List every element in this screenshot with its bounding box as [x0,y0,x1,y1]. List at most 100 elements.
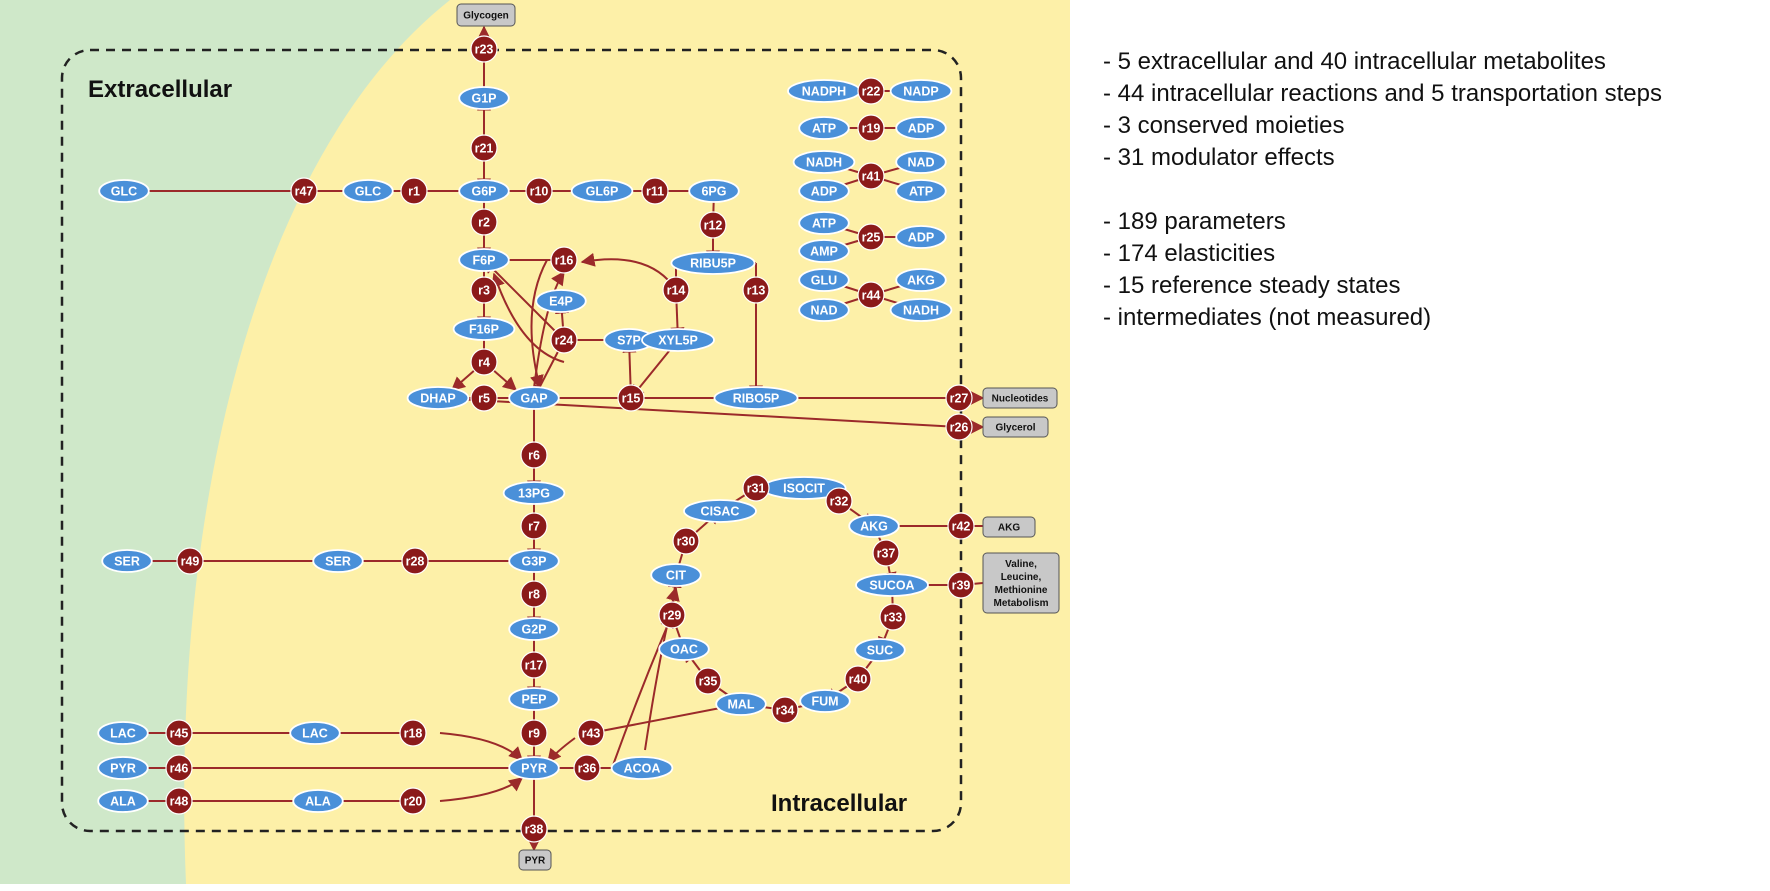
reaction-node-shape [550,326,578,354]
metabolite-label: SER [325,555,351,569]
metabolite-cit: CIT [650,563,702,587]
reaction-label: r40 [849,673,868,687]
reaction-r5: r5 [470,384,498,412]
reaction-r32: r32 [825,487,853,515]
reaction-label: r7 [528,520,540,534]
reaction-node-shape [165,754,193,782]
intracellular-label: Intracellular [771,790,907,817]
reaction-r9: r9 [520,719,548,747]
extracellular-label: Extracellular [88,76,232,103]
reaction-node-shape [520,512,548,540]
reaction-node-shape [641,177,669,205]
reaction-label: r39 [952,579,971,593]
metabolite-cisac: CISAC [683,499,757,523]
reaction-node-shape [520,815,548,843]
sink-akg: AKG [982,516,1036,538]
reaction-label: r28 [406,555,425,569]
metabolite-label: LAC [302,727,328,741]
reaction-node-shape [844,665,872,693]
reaction-r25: r25 [857,223,885,251]
metabolite-node-shape [458,248,510,272]
reaction-label: r38 [525,823,544,837]
reaction-node-shape [879,603,907,631]
reaction-node-shape [699,211,727,239]
reaction-r17: r17 [520,651,548,679]
reaction-edge [590,703,742,734]
reaction-label: r30 [677,535,696,549]
reaction-r34: r34 [771,696,799,724]
metabolite-label: GLU [811,274,837,288]
metabolite-label: SUC [867,644,893,658]
summary-line: - 3 conserved moieties [1103,112,1345,139]
metabolite-suc: SUC [854,638,906,662]
metabolite-node-shape [508,617,560,641]
sink-box [982,552,1060,614]
reaction-label: r35 [699,675,718,689]
metabolite-gl6p: GL6P [570,179,634,203]
sink-label: AKG [998,523,1020,534]
metabolite-label: ISOCIT [783,482,825,496]
metabolite-node-shape [570,179,634,203]
metabolite-label: ADP [908,231,934,245]
reaction-node-shape [662,276,690,304]
reaction-node-shape [550,246,578,274]
metabolite-nad2: NAD [798,298,850,322]
metabolite-label: GAP [520,392,547,406]
metabolite-glc: GLC [342,179,394,203]
reaction-label: r43 [582,727,601,741]
metabolite-label: PEP [521,693,546,707]
reaction-node-shape [176,547,204,575]
reaction-node-shape [573,754,601,782]
metabolite-label: ADP [811,185,837,199]
metabolite-label: RIBU5P [690,257,736,271]
reaction-node-shape [945,384,973,412]
metabolite-label: LAC [110,727,136,741]
reaction-node-shape [577,719,605,747]
reaction-r16: r16 [550,246,578,274]
metabolite-node-shape [895,179,947,203]
reaction-r33: r33 [879,603,907,631]
metabolite-label: AMP [810,245,838,259]
sink-box [518,849,552,871]
cell-boundary [60,48,963,833]
metabolite-label: RIBO5P [733,392,780,406]
metabolite-g3p: G3P [508,549,560,573]
metabolite-e4p: E4P [535,289,587,313]
reaction-label: r1 [408,185,420,199]
reaction-label: r14 [667,284,686,298]
reaction-node-shape [470,384,498,412]
reaction-label: r9 [528,727,540,741]
metabolite-label: G6P [471,185,496,199]
reaction-label: r10 [530,185,549,199]
metabolite-nadp: NADP [889,79,953,103]
metabolite-node-shape [889,298,953,322]
metabolite-node-shape [854,638,906,662]
metabolite-label: F16P [469,323,499,337]
metabolite-label: 6PG [701,185,726,199]
reaction-r14: r14 [662,276,690,304]
reaction-r46: r46 [165,754,193,782]
reaction-node-shape [658,601,686,629]
metabolite-node-shape [535,289,587,313]
reaction-r37: r37 [872,539,900,567]
reaction-r39: r39 [947,571,975,599]
reaction-r27: r27 [945,384,973,412]
reaction-label: r5 [478,392,490,406]
reaction-node-shape [947,571,975,599]
reaction-label: r49 [181,555,200,569]
metabolite-ser: SER [312,549,364,573]
metabolite-isocit: ISOCIT [761,476,847,500]
reaction-r20: r20 [399,787,427,815]
reaction-r22: r22 [857,77,885,105]
reaction-r6: r6 [520,441,548,469]
metabolite-label: XYL5P [658,334,698,348]
metabolite-amp: AMP [798,239,850,263]
metabolite-node-shape [292,789,344,813]
metabolite-node-shape [342,179,394,203]
reaction-label: r31 [747,482,766,496]
metabolite-node-shape [502,481,566,505]
reaction-node-shape [825,487,853,515]
metabolite-mal: MAL [715,692,767,716]
reaction-r21: r21 [470,134,498,162]
metabolite-label: E4P [549,295,573,309]
